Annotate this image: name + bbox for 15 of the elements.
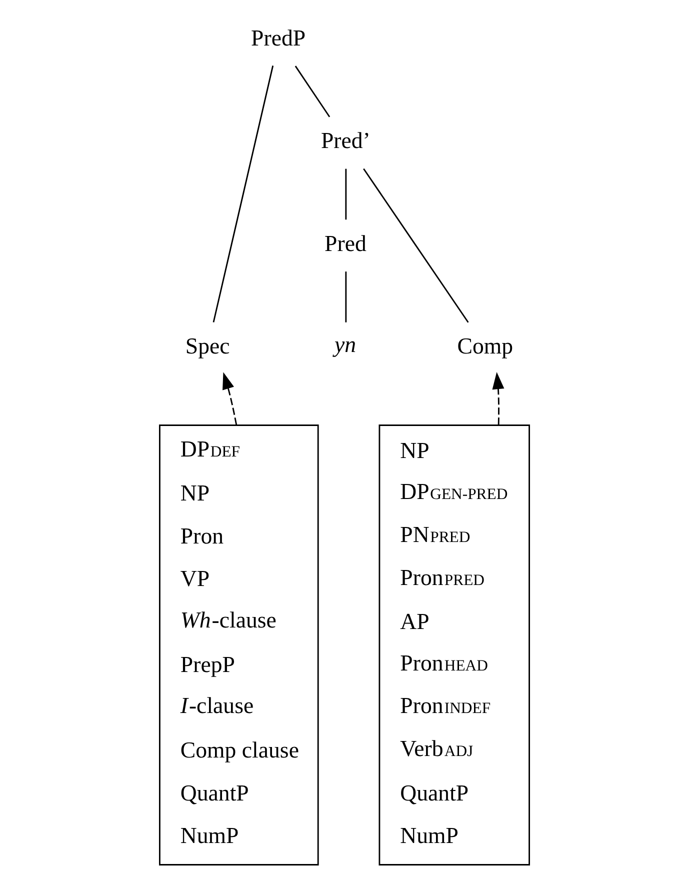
- arrow: [222, 372, 238, 425]
- arrow: [492, 372, 504, 425]
- node-text: yn: [334, 332, 356, 358]
- connector: [212, 66, 274, 322]
- connector: [363, 168, 469, 323]
- node-text: Pred: [324, 230, 366, 256]
- node-text: PredP: [251, 25, 306, 50]
- node-box: NP DPGEN-PRED PNPRED PronPRED AP PronHEAD PronINDEF VerbADJ QuantP NumP: [378, 424, 530, 866]
- node-text: Pred’: [320, 128, 370, 154]
- connector: [345, 272, 347, 322]
- connector: [294, 66, 330, 118]
- node-box: DPDEF NP Pron VP Wh-clause PrepP I-clause Comp clause QuantP NumP: [159, 424, 319, 866]
- connector: [345, 168, 347, 220]
- node-text: Comp: [457, 334, 514, 359]
- node-text: Spec: [185, 334, 230, 359]
